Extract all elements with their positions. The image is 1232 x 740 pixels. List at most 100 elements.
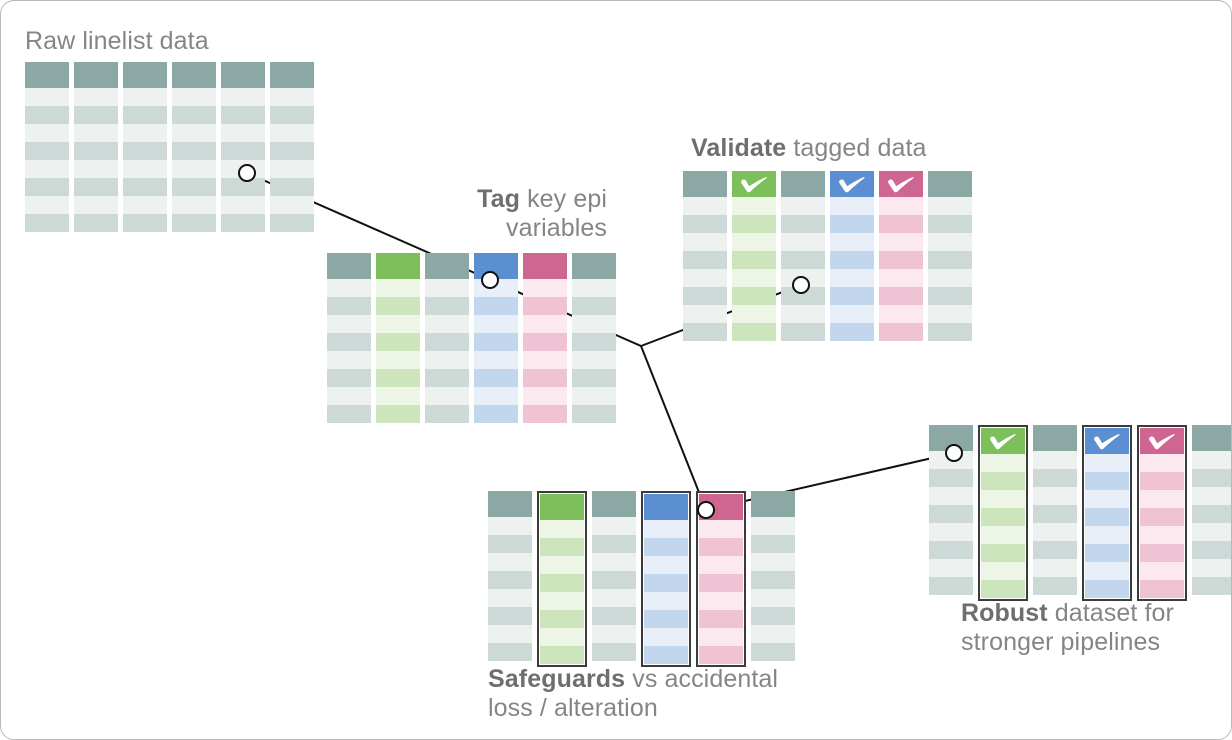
table-column [25, 62, 69, 232]
table-row [221, 124, 265, 142]
table-row [572, 405, 616, 423]
table-header-cell [830, 171, 874, 197]
table-row [683, 287, 727, 305]
table-row [592, 535, 636, 553]
check-icon [839, 177, 865, 193]
table-row [1140, 562, 1184, 580]
table-row [1140, 526, 1184, 544]
table-row [25, 196, 69, 214]
table-row [172, 214, 216, 232]
table-row [25, 142, 69, 160]
table-row [683, 305, 727, 323]
caption-emphasis: Safeguards [488, 665, 626, 693]
table-row [74, 178, 118, 196]
table-row [523, 369, 567, 387]
table-row [644, 646, 688, 664]
table-row [523, 333, 567, 351]
table-header-cell [751, 491, 795, 517]
table-row [683, 251, 727, 269]
table-row [1192, 505, 1231, 523]
table-row [540, 538, 584, 556]
table-row [376, 333, 420, 351]
table-row [732, 215, 776, 233]
table-row [270, 196, 314, 214]
table-row [474, 369, 518, 387]
table-row [123, 106, 167, 124]
table-row [751, 589, 795, 607]
table-row [327, 405, 371, 423]
table-row [425, 297, 469, 315]
table-column [879, 171, 923, 341]
table-header-cell [425, 253, 469, 279]
node-safeguards[interactable] [697, 501, 715, 519]
table-row [981, 472, 1025, 490]
table-row [474, 387, 518, 405]
table-row [221, 196, 265, 214]
node-tag[interactable] [481, 271, 499, 289]
table-column [327, 253, 371, 423]
table-row [751, 643, 795, 661]
check-icon [888, 177, 914, 193]
table-header-cell [879, 171, 923, 197]
table-row [488, 553, 532, 571]
table-row [981, 580, 1025, 598]
node-robust[interactable] [945, 444, 963, 462]
table-row [699, 646, 743, 664]
table-row [929, 505, 973, 523]
table-row [123, 196, 167, 214]
table-row [1140, 490, 1184, 508]
table-header-cell [123, 62, 167, 88]
table-row [488, 643, 532, 661]
caption-text: vs accidental loss / alteration [488, 665, 779, 722]
table-row [270, 178, 314, 196]
table-row [572, 387, 616, 405]
table-row [1192, 469, 1231, 487]
table-row [74, 106, 118, 124]
table-row [123, 178, 167, 196]
table-row [540, 574, 584, 592]
table-column [1137, 425, 1187, 601]
table-row [781, 251, 825, 269]
table-row [1085, 580, 1129, 598]
table-row [425, 279, 469, 297]
table-row [781, 197, 825, 215]
table-row [488, 625, 532, 643]
table-row [699, 538, 743, 556]
table-row [25, 214, 69, 232]
table-row [376, 315, 420, 333]
table-row [781, 215, 825, 233]
table-header-cell [644, 494, 688, 520]
table-row [732, 233, 776, 251]
table-header-cell [327, 253, 371, 279]
caption-text: tagged data [786, 134, 927, 162]
table-row [1033, 523, 1077, 541]
table-row [781, 305, 825, 323]
caption-emphasis: Validate [691, 134, 787, 162]
node-raw[interactable] [238, 164, 256, 182]
table-row [592, 571, 636, 589]
table-row [425, 369, 469, 387]
table-header-cell [523, 253, 567, 279]
table-row [270, 106, 314, 124]
tagged-table [327, 253, 616, 423]
table-column [488, 491, 532, 667]
table-column [572, 253, 616, 423]
table-row [1033, 541, 1077, 559]
caption-text: Raw linelist data [25, 27, 209, 55]
table-row [981, 526, 1025, 544]
table-row [523, 279, 567, 297]
table-header-cell [981, 428, 1025, 454]
table-row [376, 369, 420, 387]
table-row [474, 297, 518, 315]
node-validate[interactable] [792, 276, 810, 294]
table-row [25, 88, 69, 106]
table-row [123, 142, 167, 160]
table-row [781, 233, 825, 251]
table-row [327, 297, 371, 315]
table-row [644, 574, 688, 592]
caption-text: dataset for stronger pipelines [961, 599, 1174, 656]
table-row [172, 178, 216, 196]
table-header-cell [781, 171, 825, 197]
table-row [751, 517, 795, 535]
table-row [474, 333, 518, 351]
